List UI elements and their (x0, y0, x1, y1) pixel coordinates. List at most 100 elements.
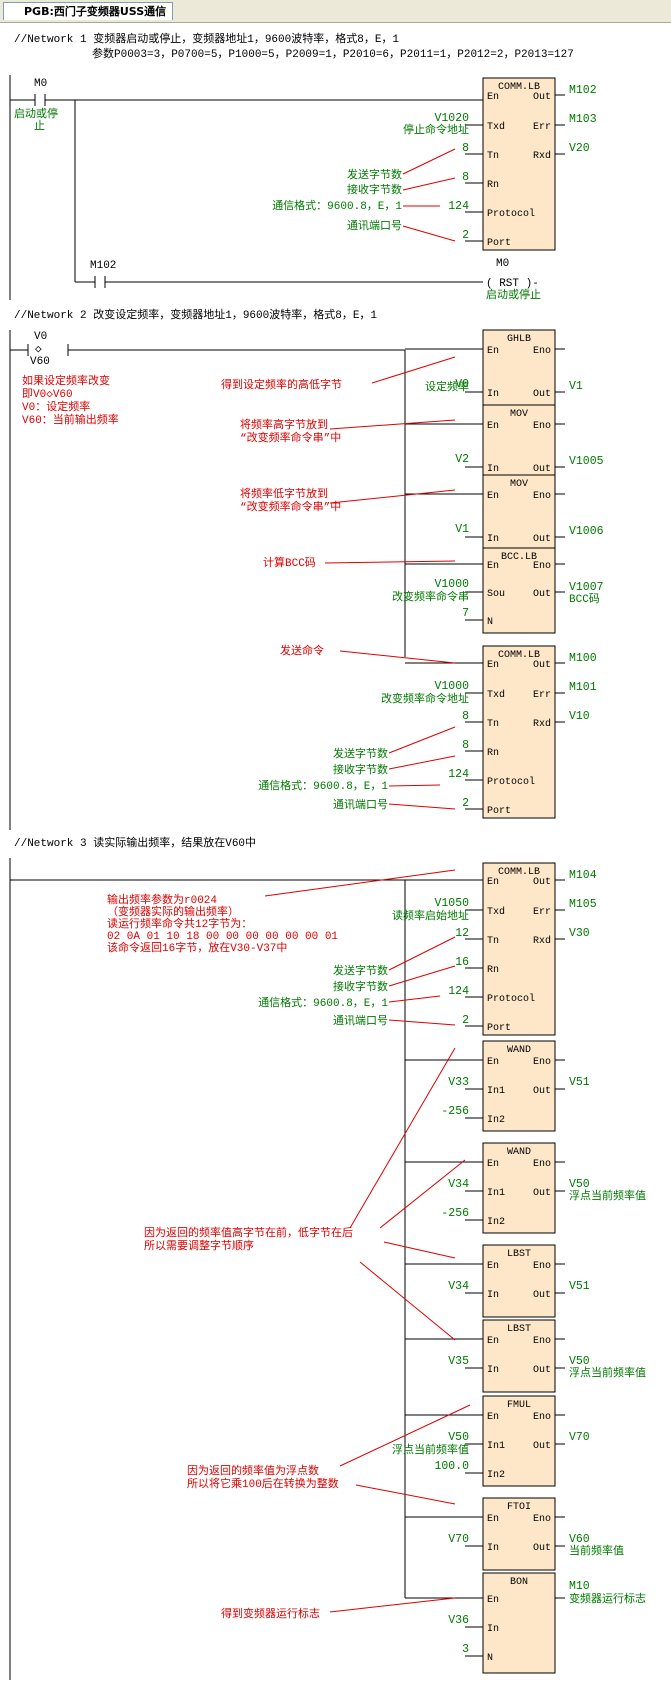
wand2-block[interactable] (482, 1142, 556, 1234)
fmul-in2-val: 100.0 (434, 1460, 469, 1473)
pin-en: En (487, 346, 499, 357)
annotation-arrows (264, 148, 471, 1613)
pin-in1: In1 (487, 1086, 505, 1097)
annotation-arrow (388, 936, 456, 971)
network3-title: //Network 3 读实际输出频率，结果放在V60中 (14, 835, 256, 850)
annotation-arrow (329, 419, 456, 430)
pin-in: In (487, 1365, 499, 1376)
comm-lb-block-1[interactable] (482, 77, 556, 251)
pin-eno: Eno (533, 1159, 551, 1170)
lbst2-block-title: LBST (507, 1324, 531, 1335)
annotation-arrow (388, 1019, 456, 1026)
bcc-block[interactable] (482, 547, 556, 634)
lbst2-out-label: 浮点当前频率值 (569, 1365, 646, 1380)
pin-txd: Txd (487, 689, 505, 701)
n1-port-val: 2 (462, 229, 469, 242)
ftoi-block[interactable] (482, 1497, 556, 1571)
mov2-out-val: V1006 (569, 525, 604, 538)
pin-en: En (487, 1159, 499, 1170)
ghlb-block[interactable] (482, 329, 556, 416)
annotation-arrow (379, 1159, 466, 1229)
n3-comm-err-val: M105 (569, 898, 597, 911)
float-note-1: 因为返回的频率值为浮点数 (187, 1463, 319, 1478)
pin-out: Out (533, 1365, 551, 1376)
annotation-arrow (402, 177, 456, 191)
editor-tab[interactable]: PGB:西门子变频器USS通信 (0, 0, 671, 23)
n2-comm-tn-val: 8 (462, 710, 469, 723)
bon-out-val: M10 (569, 1580, 590, 1593)
pin-en: En (487, 421, 499, 432)
n3-protocol-label: 通信格式：9600.8，E，1 (258, 995, 388, 1010)
bon-block[interactable] (482, 1572, 556, 1674)
mov1-out-val: V1005 (569, 455, 604, 468)
lbst2-out-val: V50 (569, 1355, 590, 1368)
pin-n: N (487, 617, 493, 628)
mov2-anno-1: 将频率低字节放到 (240, 486, 328, 501)
n3-comm-tn-val: 12 (455, 927, 469, 940)
n2-protocol-label: 通信格式：9600.8，E，1 (258, 778, 388, 793)
annotation-arrow (402, 225, 456, 242)
n3-note-line: 输出频率参数为r0024 (107, 892, 217, 907)
bcc-block-title: BCC.LB (501, 552, 537, 563)
n2-comm-port-val: 2 (462, 797, 469, 810)
lbst1-block[interactable] (482, 1244, 556, 1318)
annotation-arrow (324, 560, 456, 564)
pin-in2: In2 (487, 1217, 505, 1228)
wand1-block-title: WAND (507, 1045, 531, 1056)
n3-comm-out-val: M104 (569, 869, 597, 882)
n2-comm-anno: 发送命令 (280, 643, 324, 658)
pin-out: Out (533, 534, 551, 545)
pin-eno: Eno (533, 1336, 551, 1347)
ghlb-in-label: 设定频率 (425, 379, 469, 394)
mov2-anno-2: “改变频率命令串”中 (240, 499, 341, 514)
mov1-block-title: MOV (510, 409, 528, 420)
annotation-arrow (388, 995, 441, 1003)
pin-protocol: Protocol (487, 208, 535, 220)
n1-out-val: M102 (569, 84, 597, 97)
lbst2-block[interactable] (482, 1319, 556, 1393)
pin-rxd: Rxd (533, 935, 551, 947)
contact-m102: M102 (90, 260, 116, 272)
n2-comm-out-val: M100 (569, 652, 597, 665)
pin-out: Out (533, 1188, 551, 1199)
n1-protocol-val: 124 (448, 200, 469, 213)
pin-rxd: Rxd (533, 150, 551, 162)
network2-title: //Network 2 改变设定频率，变频器地址1，9600波特率，格式8，E，… (14, 307, 377, 322)
annotation-arrow (388, 784, 441, 787)
n1-err-val: M103 (569, 113, 597, 126)
bon-anno: 得到变频器运行标志 (221, 1606, 320, 1621)
n1-port-label: 通讯端口号 (347, 219, 402, 233)
comm-lb-block-2-title: COMM.LB (498, 650, 540, 661)
pin-eno: Eno (533, 491, 551, 502)
annotation-arrow (264, 869, 456, 897)
n1-rn-val: 8 (462, 171, 469, 184)
pin-out: Out (533, 1290, 551, 1301)
pin-tn: Tn (487, 719, 499, 730)
pin-port: Port (487, 806, 511, 817)
pin-in: In (487, 1543, 499, 1554)
pin-in: In (487, 534, 499, 545)
n2-comm-err-val: M101 (569, 681, 597, 694)
pin-port: Port (487, 238, 511, 249)
pin-eno: Eno (533, 561, 551, 572)
tab-title: PGB:西门子变频器USS通信 (3, 2, 174, 20)
annotation-arrow (359, 1261, 456, 1341)
n3-rn-label: 接收字节数 (333, 979, 388, 994)
n2-port-label: 通讯端口号 (333, 798, 388, 812)
wand1-block[interactable] (482, 1040, 556, 1132)
pin-en: En (487, 1057, 499, 1068)
mov2-block[interactable] (482, 474, 556, 561)
pin-eno: Eno (533, 346, 551, 357)
fmul-block[interactable] (482, 1395, 556, 1487)
coil-m0: M0 (496, 258, 509, 270)
coil-label: 启动或停止 (486, 287, 541, 302)
n2-note-line: 即V0◇V60 (22, 388, 73, 401)
bcc-sou-val: V1000 (434, 578, 469, 591)
mov1-anno-1: 将频率高字节放到 (240, 417, 328, 432)
comm-lb-block-1-title: COMM.LB (498, 82, 540, 93)
comm-lb-block-3[interactable] (482, 862, 556, 1036)
pin-err: Err (533, 690, 551, 701)
n3-port-label: 通讯端口号 (333, 1014, 388, 1028)
comm-lb-block-2[interactable] (482, 645, 556, 819)
ftoi-out-val: V60 (569, 1533, 590, 1546)
